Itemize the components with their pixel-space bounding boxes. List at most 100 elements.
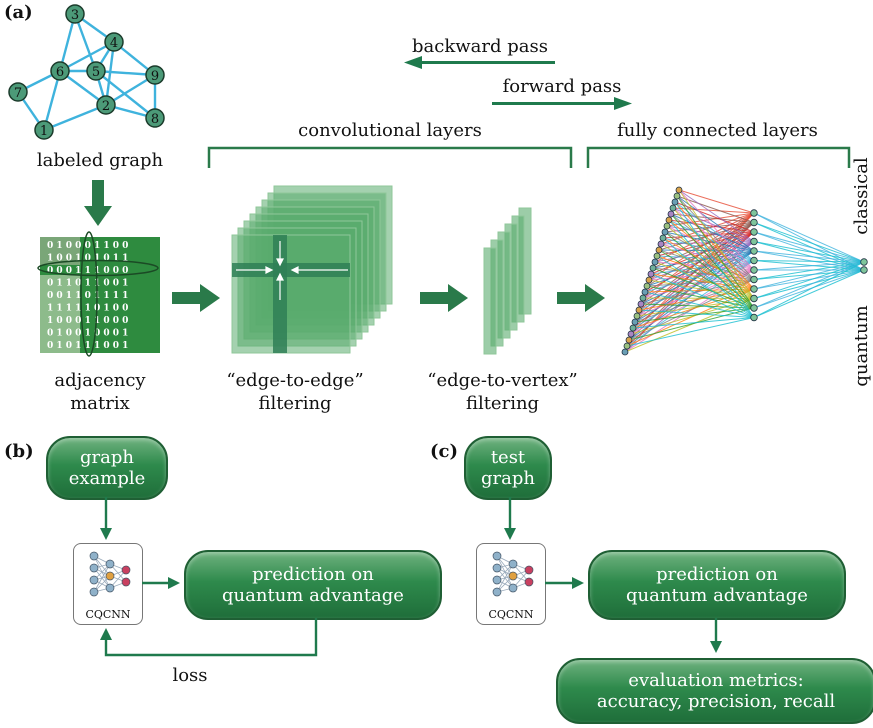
eval-line2: accuracy, precision, recall	[596, 691, 836, 712]
fc-input-node	[643, 282, 651, 290]
graph-caption: labeled graph	[36, 150, 164, 171]
fc-edge	[656, 231, 755, 257]
fc-edge	[674, 201, 755, 290]
fc-edge	[644, 288, 755, 293]
fc-edge	[672, 207, 755, 271]
neural-network-icon	[492, 551, 534, 597]
fc-edge	[662, 237, 755, 318]
fc-edge	[753, 231, 865, 271]
fc-edge	[640, 250, 755, 305]
feature-map	[243, 220, 363, 340]
graph-node-label: 4	[110, 36, 118, 51]
fc-edge	[753, 261, 865, 318]
test-graph-box: test graph	[464, 436, 552, 500]
fc-edge	[634, 250, 755, 323]
fc-edge	[632, 317, 755, 329]
fc-input-node	[675, 186, 683, 194]
fc-edge	[662, 231, 755, 239]
test-graph-line1: test	[490, 447, 526, 468]
matrix-row: 0 1 0 0 1 0 0 0 1	[47, 329, 128, 339]
graph-node	[50, 61, 70, 81]
down-arrow	[84, 180, 112, 226]
vertex-map	[483, 247, 497, 355]
matrix-row: 1 1 1 1 1 0 1 0 0	[47, 304, 128, 314]
fc-edge	[634, 307, 755, 323]
fc-edge	[624, 241, 755, 353]
forward-pass-arrow	[492, 97, 632, 110]
eval-line1: evaluation metrics:	[628, 670, 804, 691]
graph-node-label: 8	[151, 112, 159, 127]
fc-edge	[676, 195, 755, 309]
fc-edge	[666, 212, 755, 227]
fc-edge	[676, 195, 755, 252]
matrix-row: 0 1 0 1 1 1 0 0 1	[47, 341, 128, 351]
fc-edge	[658, 222, 755, 251]
fc-edge	[670, 213, 755, 309]
fc-edge	[654, 241, 755, 263]
fc-edge	[646, 285, 755, 309]
e2e-cross	[232, 235, 350, 353]
fc-edge	[626, 231, 755, 347]
fc-edge	[656, 255, 755, 290]
fc-edge	[753, 222, 865, 271]
fc-output-node	[860, 258, 868, 266]
nn-node	[508, 583, 518, 593]
prediction-box-c: prediction on quantum advantage	[588, 550, 846, 620]
feature-map	[255, 206, 375, 326]
fc-edge	[674, 201, 755, 233]
vertex-map	[518, 207, 532, 315]
fc-hidden-node	[750, 247, 758, 255]
graph-node	[104, 32, 124, 52]
graph-example-line1: graph	[80, 447, 134, 468]
fc-edge	[636, 212, 755, 317]
fc-edge	[670, 213, 755, 280]
fc-edge	[660, 243, 755, 271]
fc-edge	[624, 298, 755, 353]
fc-hidden-node	[750, 285, 758, 293]
fc-edge	[674, 201, 755, 318]
fc-edge	[664, 222, 755, 233]
fc-edge	[628, 222, 755, 341]
fc-edge	[640, 279, 755, 305]
fc-edge	[753, 261, 865, 271]
fc-edge	[646, 250, 755, 287]
fc-edge	[753, 261, 865, 290]
fc-input-node	[627, 330, 635, 338]
fc-edge	[626, 317, 755, 347]
nn-node	[492, 575, 502, 585]
adjacency-matrix: 0 1 0 0 0 1 1 0 01 0 0 1 0 1 0 1 10 0 0 …	[37, 231, 160, 357]
fc-layers-label: fully connected layers	[617, 120, 818, 141]
graph-example-box: graph example	[46, 436, 168, 500]
fc-edge	[638, 260, 755, 311]
fc-edge	[753, 250, 865, 263]
fc-input-node	[637, 300, 645, 308]
fc-input-node	[641, 288, 649, 296]
e2v-caption-line2: filtering	[465, 393, 540, 414]
fc-edge	[753, 260, 865, 271]
fc-edge	[753, 269, 865, 290]
nn-node	[524, 577, 534, 587]
fc-input-node	[669, 204, 677, 212]
graph-node-label: 5	[92, 65, 100, 80]
fc-hidden-node	[750, 218, 758, 227]
fc-edge	[642, 241, 755, 299]
fc-edge	[632, 260, 755, 329]
fc-edge	[626, 288, 755, 347]
fc-edge	[753, 212, 865, 271]
fc-edge	[628, 250, 755, 341]
graph-node-label: 9	[151, 69, 159, 84]
nn-node	[89, 551, 99, 561]
fc-hidden-node	[750, 294, 758, 303]
fc-edge	[628, 279, 755, 341]
fc-edge	[662, 237, 755, 290]
feature-map	[249, 213, 369, 333]
fc-edge	[632, 288, 755, 329]
fc-edge	[672, 207, 755, 214]
fc-edge	[628, 307, 755, 341]
fc-input-node	[633, 312, 641, 320]
prediction-b-line1: prediction on	[252, 564, 374, 585]
fc-edge	[666, 225, 755, 271]
fc-input-node	[655, 246, 663, 254]
fc-edge	[664, 231, 755, 280]
loss-label: loss	[172, 665, 208, 686]
